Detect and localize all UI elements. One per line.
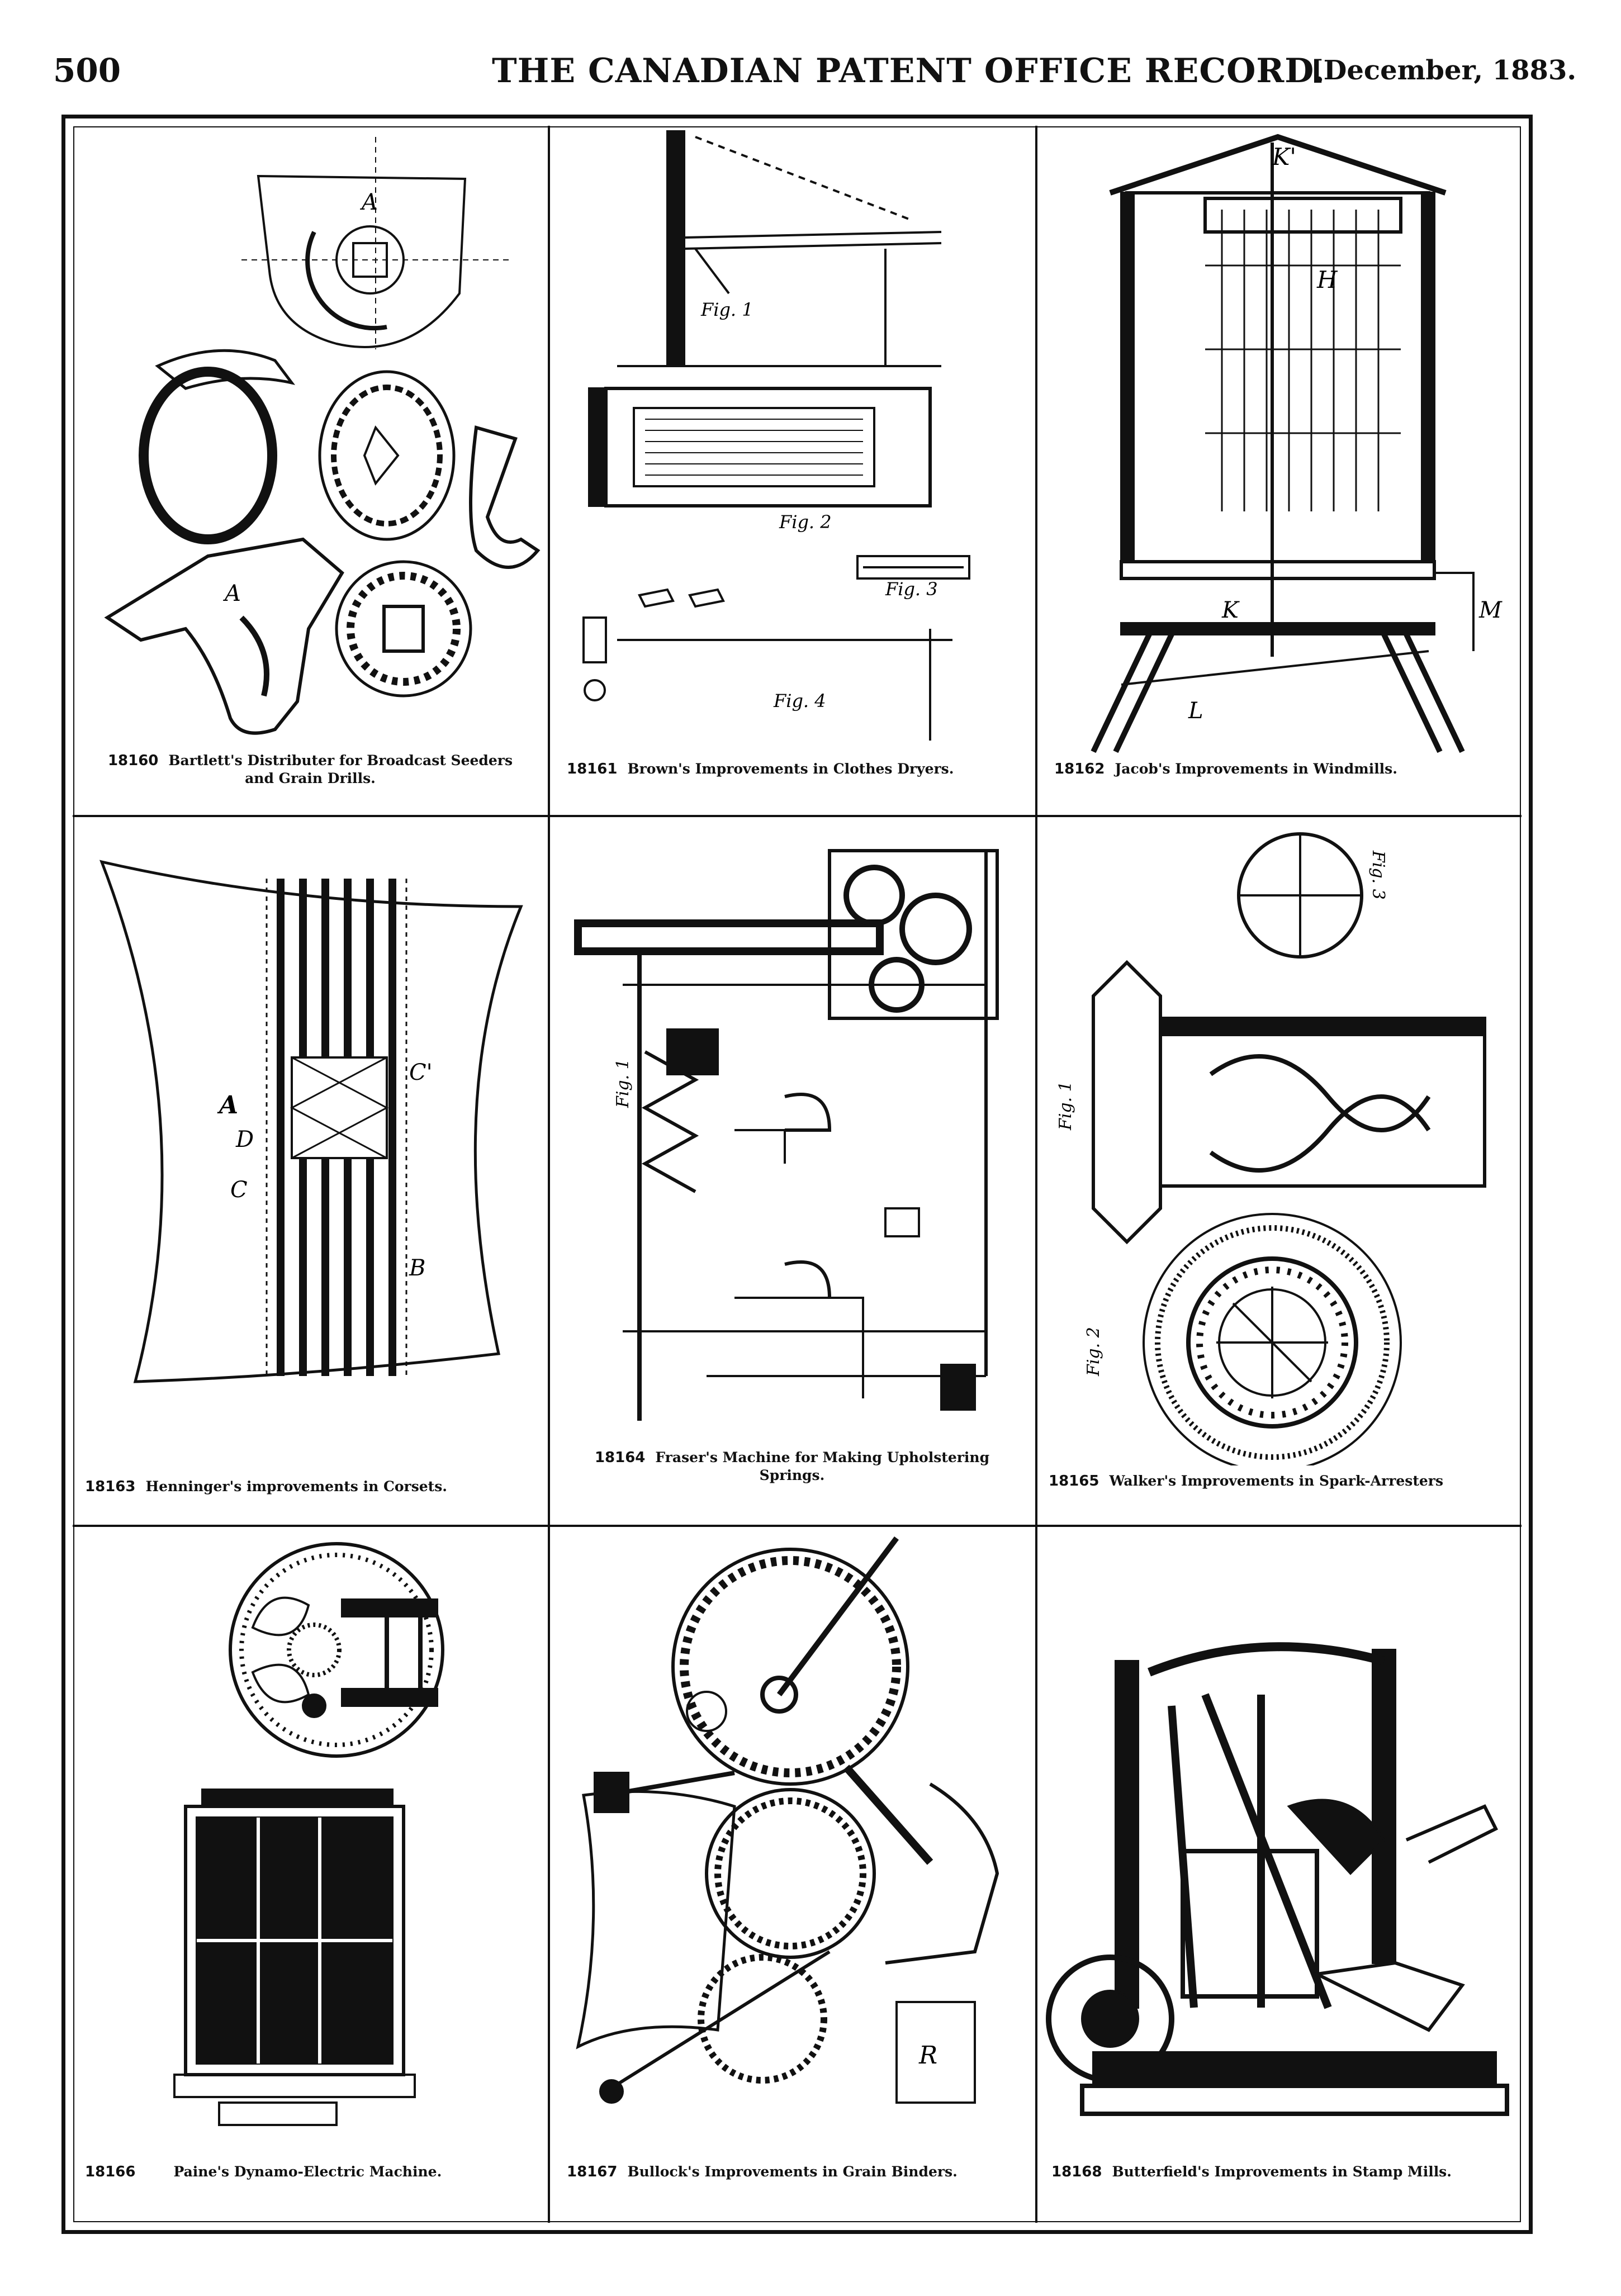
caption-line: Springs. (759, 1467, 825, 1483)
stamp-mill-drawing-icon (1037, 1527, 1522, 2170)
fig-label: Fig. 1 (1056, 1081, 1075, 1131)
patent-caption: 18165 Walker's Improvements in Spark-Arre… (1049, 1472, 1443, 1490)
caption-line: Brown's Improvements in Clothes Dryers. (627, 761, 954, 777)
spring-machine-drawing-icon: Fig. 1 (550, 817, 1034, 1465)
seed-distributer-drawing-icon: A A (74, 126, 547, 757)
label-c: C (230, 1177, 248, 1203)
patent-18166: 18166 Paine's Dynamo-Electric Machine. (74, 1527, 547, 2223)
row-divider (73, 1525, 1522, 1527)
windmill-drawing-icon: K' H K M L (1037, 126, 1502, 757)
fig-label: Fig. 1 (700, 299, 753, 320)
patent-number: 18162 (1054, 761, 1105, 777)
patent-number: 18161 (567, 761, 618, 777)
patent-18168: 18168 Butterfield's Improvements in Stamp… (1037, 1527, 1522, 2223)
row-divider (73, 815, 1522, 817)
patent-caption: 18166 Paine's Dynamo-Electric Machine. (85, 2163, 442, 2181)
label-h: H (1316, 266, 1338, 293)
patent-18160: A A 18160 Bartlett's Distributer for Broa… (74, 126, 547, 813)
caption-line: Bullock's Improvements in Grain Binders. (627, 2164, 958, 2180)
caption-line: Henninger's improvements in Corsets. (145, 1478, 448, 1495)
caption-line: Jacob's Improvements in Windmills. (1115, 761, 1397, 777)
label-a: A (217, 1091, 238, 1119)
patent-number: 18160 (107, 752, 159, 769)
label-a: A (222, 581, 241, 606)
label-r: R (918, 2041, 937, 2070)
label-k1: K' (1272, 143, 1296, 170)
patent-caption: 18161 Brown's Improvements in Clothes Dry… (567, 760, 954, 778)
patent-caption: 18167 Bullock's Improvements in Grain Bin… (567, 2163, 958, 2181)
label-c1: C' (409, 1060, 433, 1085)
patent-caption: 18160 Bartlett's Distributer for Broadcas… (74, 752, 547, 788)
caption-line: Paine's Dynamo-Electric Machine. (173, 2164, 442, 2180)
page-header: 500 THE CANADIAN PATENT OFFICE RECORD. [… (0, 0, 1621, 112)
patent-number: 18163 (85, 1478, 136, 1495)
fig-label: Fig. 3 (885, 578, 938, 600)
patent-number: 18165 (1049, 1473, 1099, 1489)
fig-label: Fig. 3 (1368, 850, 1388, 900)
patent-caption: 18163 Henninger's improvements in Corsets… (85, 1478, 447, 1496)
corset-drawing-icon: A D C C' B (74, 817, 547, 1471)
patent-18167: R 18167 Bullock's Improvements in Grain B… (550, 1527, 1034, 2223)
fig-label: Fig. 4 (773, 690, 826, 711)
patent-18163: A D C C' B 18163 Henninger's improvements… (74, 817, 547, 1524)
caption-line: Walker's Improvements in Spark-Arresters (1109, 1473, 1444, 1489)
label-l: L (1188, 698, 1203, 724)
patent-number: 18167 (567, 2164, 618, 2180)
issue-date: [December, 1883. (1311, 55, 1577, 86)
patent-18165: Fig. 3 Fig. 1 Fig. 2 18165 Walker's Impro… (1037, 817, 1522, 1524)
caption-line: Butterfield's Improvements in Stamp Mill… (1112, 2164, 1452, 2180)
patent-18161: Fig. 1 Fig. 2 Fig. 3 Fig. 4 18161 Brown's… (550, 126, 1034, 813)
fig-label: Fig. 2 (779, 511, 832, 533)
patent-18162: K' H K M L 18162 Jacob's Improvements in … (1037, 126, 1522, 813)
publication-title: THE CANADIAN PATENT OFFICE RECORD. (492, 51, 1325, 91)
caption-line: Bartlett's Distributer for Broadcast See… (168, 752, 513, 769)
grain-binder-drawing-icon: R (550, 1527, 1034, 2170)
patent-number: 18168 (1051, 2164, 1102, 2180)
fig-label: Fig. 1 (613, 1059, 633, 1108)
patent-number: 18164 (594, 1449, 646, 1466)
plate-frame (61, 115, 1533, 2234)
column-divider (548, 126, 550, 2223)
fig-label: Fig. 2 (1084, 1327, 1103, 1377)
caption-line: Fraser's Machine for Making Upholstering (655, 1449, 990, 1465)
page-number: 500 (53, 51, 121, 89)
caption-line: and Grain Drills. (245, 770, 376, 786)
label-a: A (359, 189, 378, 215)
patent-18164: Fig. 1 18164 Fraser's Machine for Making … (550, 817, 1034, 1524)
spark-arrester-drawing-icon: Fig. 3 Fig. 1 Fig. 2 (1056, 817, 1522, 1465)
label-m: M (1478, 597, 1502, 623)
label-b: B (409, 1255, 425, 1281)
column-divider (1035, 126, 1037, 2223)
patent-caption: 18168 Butterfield's Improvements in Stamp… (1051, 2163, 1452, 2181)
patent-caption: 18164 Fraser's Machine for Making Upholst… (550, 1449, 1034, 1484)
label-k: K (1221, 597, 1240, 623)
clothes-dryer-drawing-icon: Fig. 1 Fig. 2 Fig. 3 Fig. 4 (550, 126, 1034, 757)
label-d: D (235, 1127, 254, 1152)
patent-number: 18166 (85, 2164, 136, 2180)
patent-caption: 18162 Jacob's Improvements in Windmills. (1054, 760, 1397, 778)
dynamo-drawing-icon (74, 1527, 547, 2170)
